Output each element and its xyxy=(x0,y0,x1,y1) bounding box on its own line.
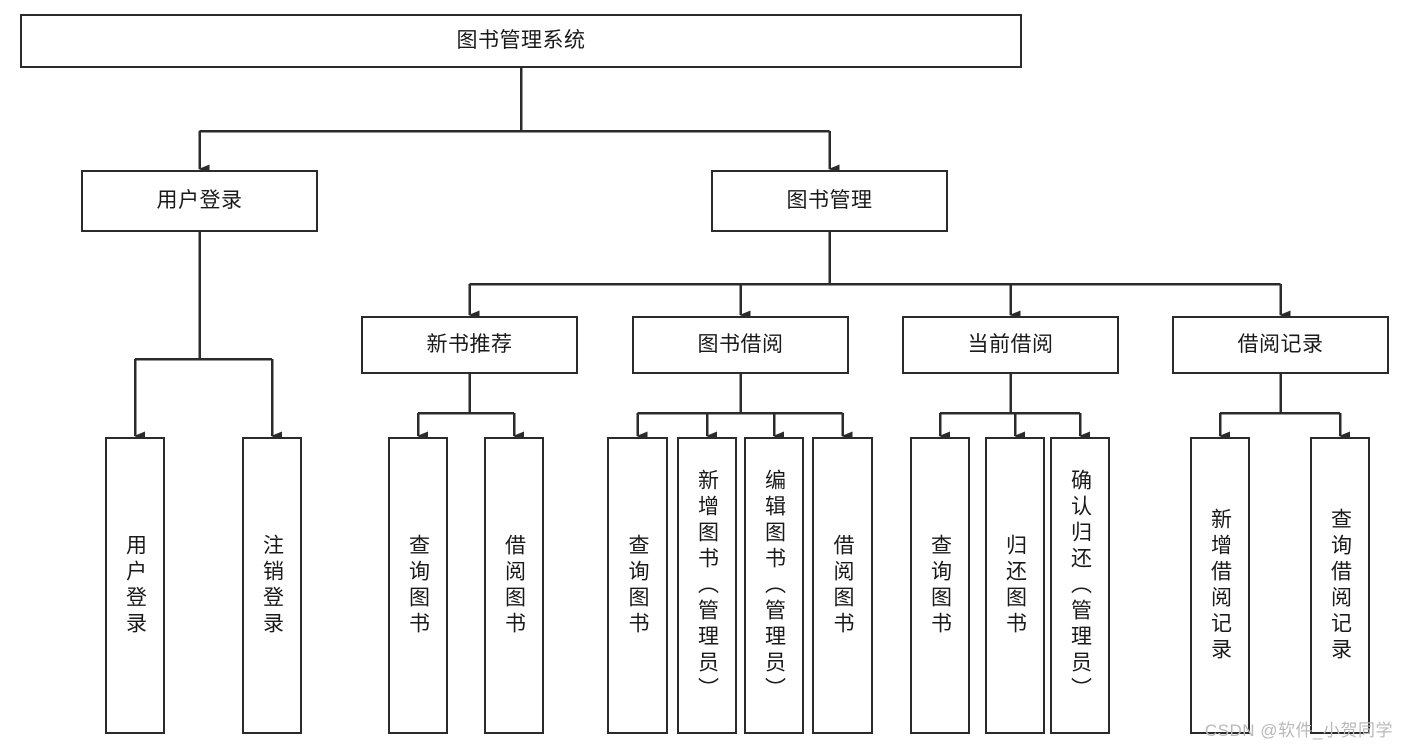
node-leaf-cur-3[interactable]: 确认归还（管理员） xyxy=(1050,437,1110,734)
node-leaf-new-1[interactable]: 查询图书 xyxy=(388,437,448,734)
node-leaf-login-1[interactable]: 用户登录 xyxy=(105,437,165,734)
node-leaf-bor-4[interactable]: 借阅图书 xyxy=(812,437,873,734)
watermark-text: CSDN @软件_小贺同学 xyxy=(1204,721,1393,740)
node-label: 图书管理 xyxy=(786,188,873,212)
node-label: 查询图书 xyxy=(626,533,649,638)
node-leaf-bor-1[interactable]: 查询图书 xyxy=(607,437,668,734)
node-label: 借阅记录 xyxy=(1237,332,1324,356)
node-label: 当前借阅 xyxy=(967,332,1054,356)
node-label: 确认归还（管理员） xyxy=(1068,468,1092,703)
node-leaf-rec-2[interactable]: 查询借阅记录 xyxy=(1310,437,1370,734)
node-newbook[interactable]: 新书推荐 xyxy=(361,316,578,374)
node-leaf-cur-1[interactable]: 查询图书 xyxy=(910,437,970,734)
node-label: 借阅图书 xyxy=(831,533,854,638)
node-leaf-cur-2[interactable]: 归还图书 xyxy=(985,437,1045,734)
node-records[interactable]: 借阅记录 xyxy=(1172,316,1389,374)
node-label: 用户登录 xyxy=(123,533,147,638)
node-root[interactable]: 图书管理系统 xyxy=(20,14,1022,68)
node-label: 查询借阅记录 xyxy=(1328,507,1352,664)
node-label: 新增图书（管理员） xyxy=(695,468,719,703)
node-bookmgmt[interactable]: 图书管理 xyxy=(711,170,948,232)
node-borrow[interactable]: 图书借阅 xyxy=(632,316,849,374)
node-current[interactable]: 当前借阅 xyxy=(902,316,1119,374)
node-leaf-bor-2[interactable]: 新增图书（管理员） xyxy=(677,437,737,734)
node-label: 新增借阅记录 xyxy=(1208,507,1232,664)
node-label: 查询图书 xyxy=(406,533,430,638)
node-label: 注销登录 xyxy=(260,533,284,638)
node-label: 图书借阅 xyxy=(697,332,784,356)
node-leaf-rec-1[interactable]: 新增借阅记录 xyxy=(1190,437,1250,734)
node-leaf-bor-3[interactable]: 编辑图书（管理员） xyxy=(744,437,804,734)
node-login[interactable]: 用户登录 xyxy=(81,170,318,232)
connector-lines xyxy=(133,68,1350,441)
node-label: 图书管理系统 xyxy=(456,28,586,52)
node-label: 归还图书 xyxy=(1003,533,1027,638)
node-leaf-new-2[interactable]: 借阅图书 xyxy=(484,437,544,734)
node-leaf-login-2[interactable]: 注销登录 xyxy=(242,437,302,734)
node-label: 新书推荐 xyxy=(426,332,513,356)
node-label: 编辑图书（管理员） xyxy=(762,468,786,703)
node-label: 用户登录 xyxy=(156,188,243,212)
node-label: 借阅图书 xyxy=(502,533,526,638)
node-label: 查询图书 xyxy=(928,533,952,638)
